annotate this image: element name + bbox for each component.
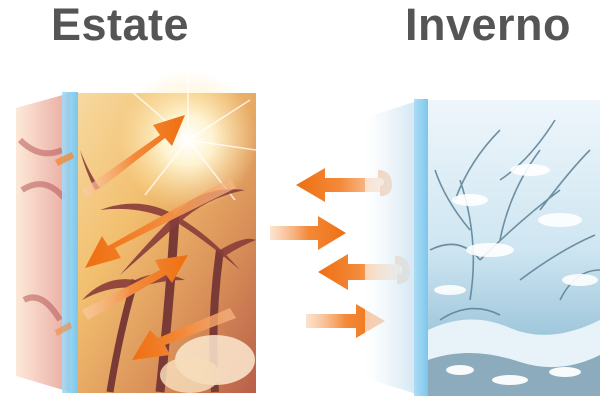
winter-heading: Inverno [405,0,572,50]
winter-panel [365,99,601,396]
snowy-trees-icon [429,119,601,321]
winter-glass-pane [414,99,428,396]
summer-glass-pane [62,92,78,393]
summer-heat-arrows-icon [55,115,236,360]
summer-heading: Estate [51,0,190,50]
winter-side-face [365,100,420,395]
summer-side-face [16,93,70,392]
